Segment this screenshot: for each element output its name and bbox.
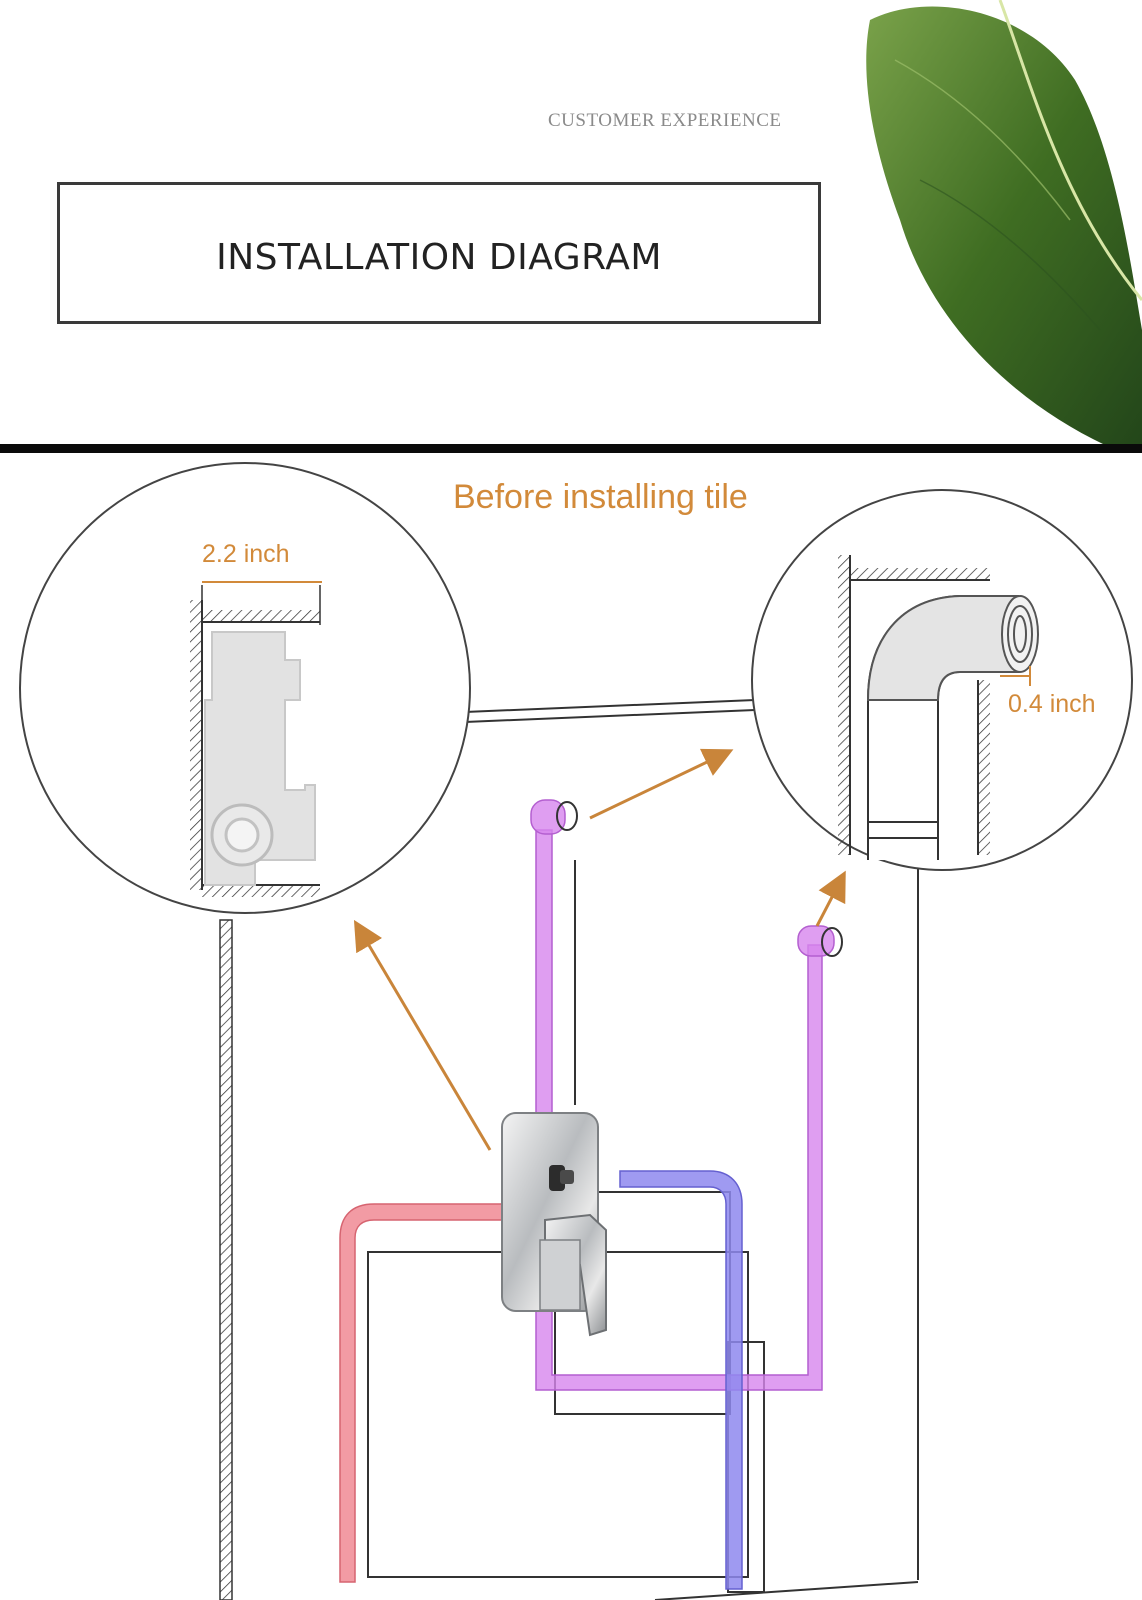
diagram-caption: Before installing tile: [453, 478, 748, 516]
valve-trim: [501, 1112, 607, 1337]
cold-pipe: [619, 1170, 743, 1590]
page-title: INSTALLATION DIAGRAM: [216, 237, 662, 278]
arrow-to-left-detail: [353, 919, 492, 1151]
section-divider: [0, 444, 1142, 453]
arrow-to-right-detail-2: [815, 870, 846, 927]
arrow-to-right-detail: [589, 748, 734, 820]
left-detail-circle: 2.2 inch: [19, 462, 471, 914]
right-dimension-label: 0.4 inch: [1008, 690, 1096, 718]
left-dimension-label: 2.2 inch: [202, 540, 290, 568]
wall-stud-left: [219, 919, 233, 1600]
leaf-decoration: [866, 0, 1142, 445]
hot-pipe: [339, 1203, 503, 1583]
right-detail-circle: 0.4 inch: [751, 489, 1133, 871]
header-tagline: CUSTOMER EXPERIENCE: [548, 110, 782, 131]
title-box: INSTALLATION DIAGRAM: [57, 182, 821, 324]
wall-frame: [464, 699, 919, 1600]
